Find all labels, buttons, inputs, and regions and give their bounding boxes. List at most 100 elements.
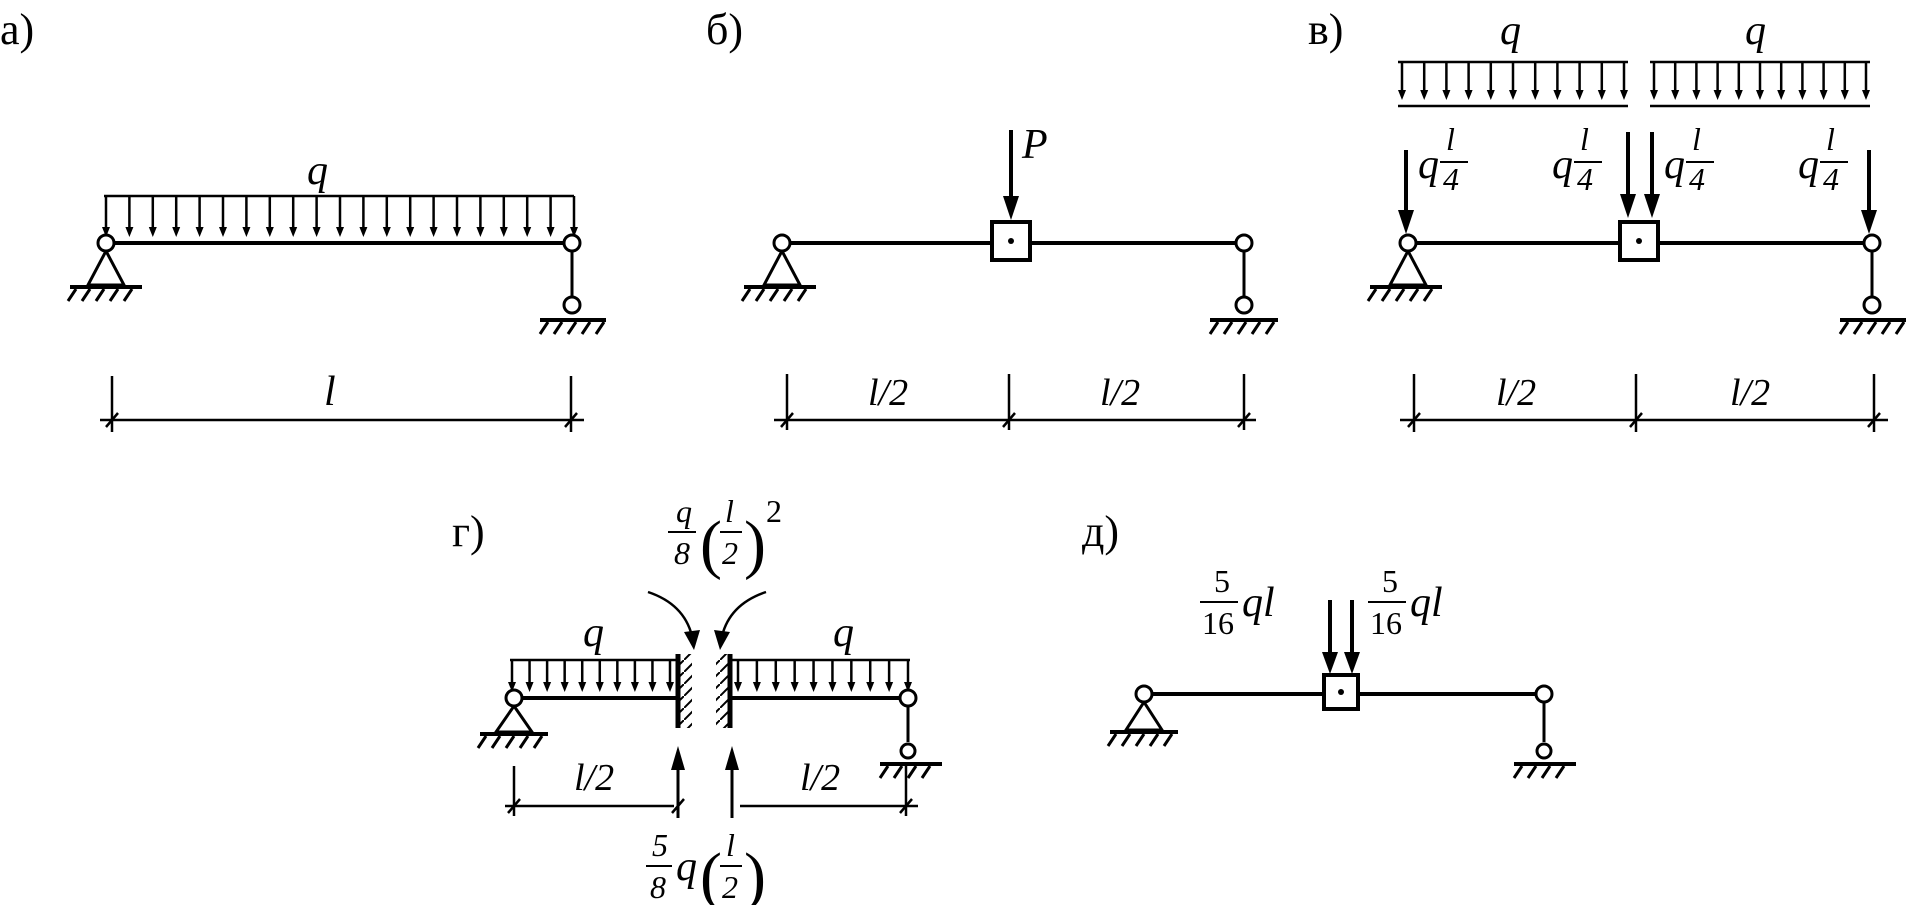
load-arrow-head xyxy=(752,682,761,692)
span-left-label: l/2 xyxy=(574,757,614,799)
load-arrow-head xyxy=(289,227,298,237)
load-arrows xyxy=(102,196,578,237)
load-arrow-head xyxy=(543,682,552,692)
reaction-label: 5 8 q ( l 2 ) xyxy=(646,827,766,905)
reaction-arrow-left xyxy=(671,746,685,818)
load-arrow-head xyxy=(336,227,344,237)
roller-support xyxy=(1512,684,1576,779)
panel-v: в) q q xyxy=(1308,5,1906,432)
point-force-arrow xyxy=(1003,130,1019,220)
load-arrow-head xyxy=(102,227,110,237)
load-arrow-head xyxy=(734,682,742,692)
panel-g-tag: г) xyxy=(452,507,485,556)
pin-support xyxy=(66,233,142,302)
load-arrow-head xyxy=(1420,90,1429,100)
load-arrow-head xyxy=(429,227,438,237)
load-arrow-head xyxy=(866,682,875,692)
svg-text:16: 16 xyxy=(1370,605,1402,641)
svg-text:l: l xyxy=(1580,121,1589,157)
load-arrow-head xyxy=(406,227,415,237)
distributed-load-right xyxy=(1650,60,1870,108)
load-arrow-head xyxy=(595,682,604,692)
load-arrow-head xyxy=(904,682,912,692)
load-arrow-head xyxy=(1620,90,1628,100)
force-arrow-4 xyxy=(1861,150,1877,234)
load-arrow-head xyxy=(1671,90,1680,100)
load-arrow-head xyxy=(499,227,508,237)
load-arrow-head xyxy=(1734,90,1743,100)
force-arrow-1 xyxy=(1398,150,1414,234)
load-label: q xyxy=(307,148,328,194)
panel-d-tag: д) xyxy=(1082,507,1119,556)
panel-d: д) 5 16 ql 5 16 ql xyxy=(1082,507,1576,779)
load-arrow-head xyxy=(242,227,251,237)
svg-text:q: q xyxy=(676,493,692,529)
svg-text:l: l xyxy=(1692,121,1701,157)
panel-v-tag: в) xyxy=(1308,5,1343,54)
distributed-load-right xyxy=(732,658,912,692)
load-arrow-head xyxy=(1464,90,1473,100)
load-arrow-head xyxy=(546,227,555,237)
distributed-load xyxy=(102,194,578,237)
load-arrow-head xyxy=(508,682,516,692)
distributed-load-left xyxy=(508,658,676,692)
load-arrow-head xyxy=(1777,90,1786,100)
svg-text:(: ( xyxy=(700,840,722,905)
svg-text:4: 4 xyxy=(1577,161,1593,197)
svg-text:(: ( xyxy=(700,508,722,581)
svg-text:4: 4 xyxy=(1443,161,1459,197)
svg-text:l: l xyxy=(726,827,735,863)
span-left-label: l/2 xyxy=(1496,372,1536,414)
svg-text:2: 2 xyxy=(722,869,738,905)
load-arrow-head xyxy=(1862,90,1870,100)
span-right-label: l/2 xyxy=(800,757,840,799)
svg-text:q: q xyxy=(676,844,697,890)
clamp-left xyxy=(675,654,692,728)
svg-text:l: l xyxy=(1826,121,1835,157)
load-arrow-head xyxy=(476,227,485,237)
load-arrow-head xyxy=(382,227,391,237)
load-arrow-head xyxy=(666,682,674,692)
load-arrow-head xyxy=(525,682,534,692)
load-arrow-head xyxy=(1713,90,1722,100)
reaction-arrow-right xyxy=(725,746,739,818)
force-arrow-right xyxy=(1344,600,1360,674)
svg-text:ql: ql xyxy=(1410,580,1443,626)
panel-g: г) q q xyxy=(452,493,942,905)
roller-support xyxy=(878,688,942,779)
load-arrow-head xyxy=(1575,90,1584,100)
hinge-box xyxy=(990,220,1032,262)
svg-text:4: 4 xyxy=(1823,161,1839,197)
svg-text:4: 4 xyxy=(1689,161,1705,197)
load-arrow-head xyxy=(648,682,657,692)
roller-support xyxy=(538,233,606,335)
load-arrow-head xyxy=(148,227,157,237)
panel-b-tag: б) xyxy=(706,5,743,54)
load-arrow-head xyxy=(828,682,837,692)
span-label: l xyxy=(324,369,336,415)
load-arrow-head xyxy=(613,682,622,692)
svg-text:q: q xyxy=(1798,142,1819,188)
span-right-label: l/2 xyxy=(1100,372,1140,414)
load-arrow-head xyxy=(1442,90,1451,100)
load-arrow-head xyxy=(885,682,894,692)
load-arrow-head xyxy=(1553,90,1562,100)
force-arrow-left xyxy=(1322,600,1338,674)
load-right-label: q xyxy=(1745,8,1766,54)
load-arrow-head xyxy=(790,682,799,692)
load-arrow-head xyxy=(1531,90,1540,100)
svg-text:8: 8 xyxy=(674,535,690,571)
force-arrow-3 xyxy=(1644,132,1660,218)
svg-text:2: 2 xyxy=(766,493,782,529)
panel-a: а) q xyxy=(0,5,606,432)
pin-support xyxy=(1366,233,1442,302)
load-arrow-head xyxy=(771,682,780,692)
load-arrow-head xyxy=(1756,90,1764,100)
load-arrow-head xyxy=(1840,90,1849,100)
load-arrow-head xyxy=(1509,90,1517,100)
load-arrow-head xyxy=(1486,90,1495,100)
load-arrow-head xyxy=(172,227,181,237)
svg-text:ql: ql xyxy=(1242,580,1275,626)
pin-support xyxy=(1106,684,1178,747)
